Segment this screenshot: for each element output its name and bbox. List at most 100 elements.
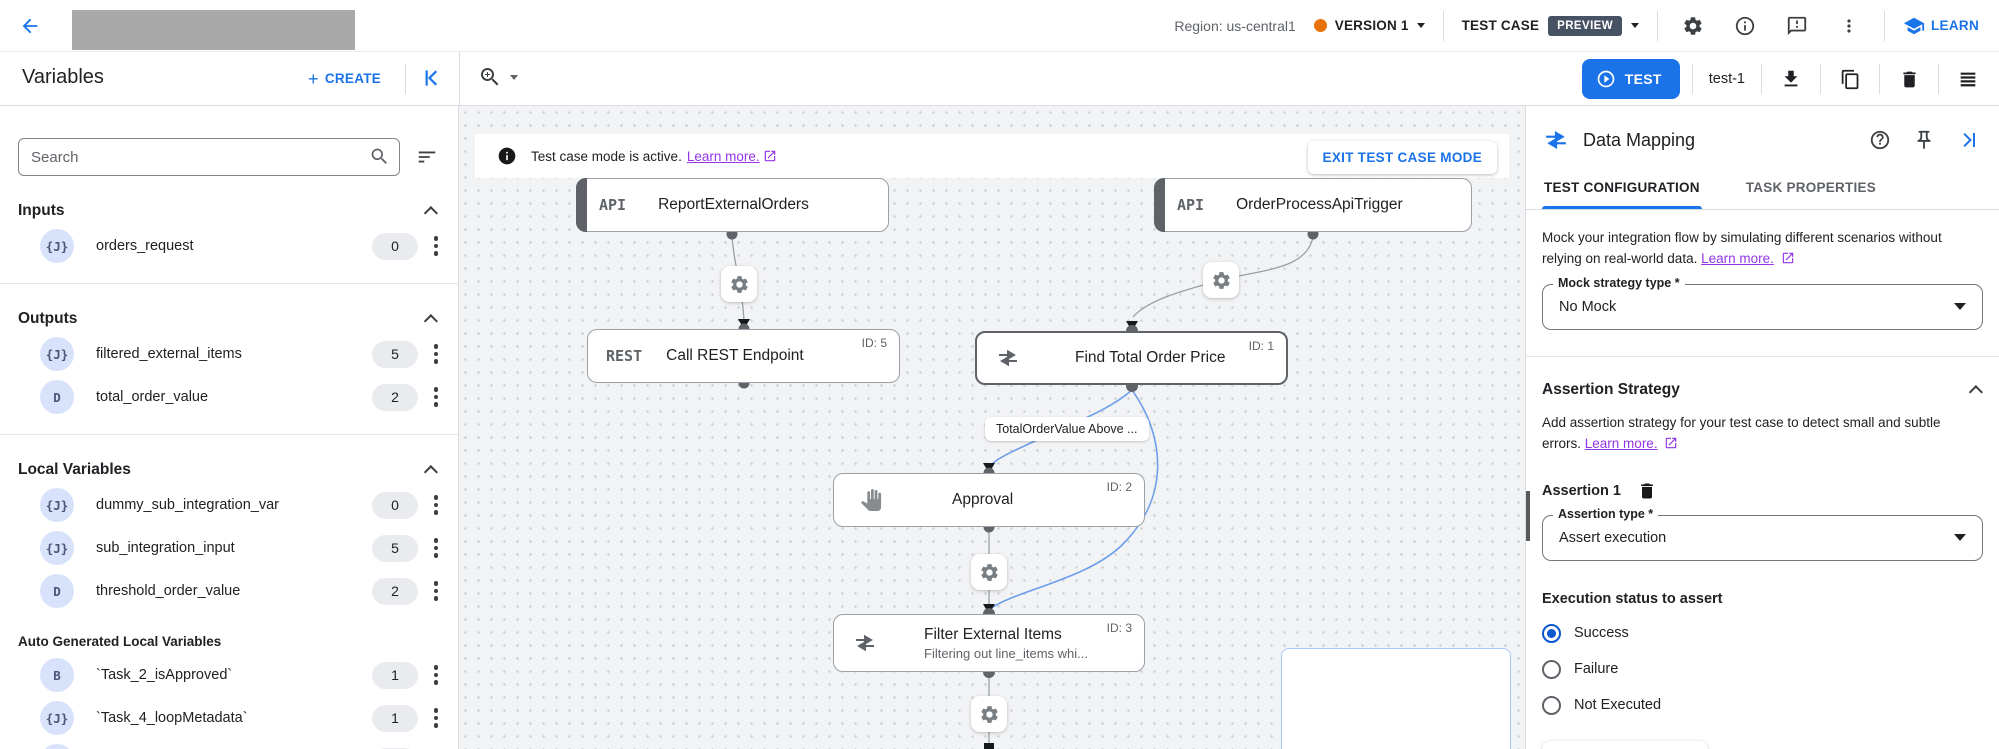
create-variable-button[interactable]: + CREATE: [302, 66, 387, 91]
feedback-icon: [1787, 16, 1807, 35]
node-title: ReportExternalOrders: [658, 196, 809, 213]
variable-menu-button[interactable]: [426, 707, 446, 729]
variable-row[interactable]: {J} dummy_sub_integration_var 0: [0, 488, 458, 522]
banner-learn-more-link[interactable]: Learn more.: [686, 148, 760, 164]
search-icon: [369, 146, 390, 167]
rest-badge: REST: [606, 347, 643, 365]
node-title: Filter External Items: [924, 625, 1062, 643]
node-approval[interactable]: Approval ID: 2: [833, 473, 1145, 527]
open-in-new-icon: [1781, 251, 1795, 265]
suggestion-box: [1281, 648, 1511, 749]
radio-not-executed[interactable]: Not Executed: [1542, 695, 1983, 715]
edge-gear-icon[interactable]: [1203, 262, 1239, 298]
node-filter-external-items[interactable]: Filter External Items Filtering out line…: [833, 614, 1145, 672]
settings-button[interactable]: [1676, 9, 1710, 43]
variable-row[interactable]: {J} `Task_4_loopMetadata` 1: [0, 701, 458, 735]
assertion-strategy-title: Assertion Strategy: [1542, 380, 1680, 398]
chevron-up-icon[interactable]: [423, 206, 438, 221]
edge-gear-icon[interactable]: [971, 554, 1007, 590]
delete-assertion-button[interactable]: [1637, 481, 1657, 501]
usage-count-badge: 2: [372, 577, 418, 605]
variable-row[interactable]: {J} sub_integration_input 5: [0, 531, 458, 565]
help-button[interactable]: [1869, 129, 1891, 151]
radio-button-selected[interactable]: [1542, 623, 1561, 643]
assertion-description-text: Add assertion strategy for your test cas…: [1542, 414, 1941, 451]
divider: [1938, 64, 1939, 94]
edge-gear-icon[interactable]: [971, 696, 1007, 732]
collapse-sidebar-button[interactable]: [418, 65, 444, 91]
back-button[interactable]: [10, 6, 50, 46]
exit-test-case-mode-button[interactable]: EXIT TEST CASE MODE: [1307, 141, 1497, 174]
radio-button[interactable]: [1542, 695, 1561, 715]
divider: [1657, 10, 1658, 41]
node-order-process-api-trigger[interactable]: API OrderProcessApiTrigger: [1154, 178, 1472, 232]
download-icon: [1784, 70, 1798, 87]
variable-row[interactable]: {J} orders_request 0: [0, 229, 458, 263]
learn-button[interactable]: LEARN: [1903, 15, 1979, 37]
variable-menu-button[interactable]: [426, 235, 446, 257]
panel-scrollbar[interactable]: [1526, 491, 1530, 541]
collapse-panel-button[interactable]: [1957, 128, 1981, 152]
pin-panel-button[interactable]: [1913, 129, 1935, 151]
tab-test-configuration[interactable]: TEST CONFIGURATION: [1542, 168, 1702, 209]
variable-menu-button[interactable]: [426, 386, 446, 408]
type-badge-json: {J}: [40, 229, 74, 263]
test-case-selector[interactable]: TEST CASE PREVIEW: [1462, 15, 1639, 36]
data-mapping-icon: [1544, 128, 1568, 152]
mock-learn-more-link[interactable]: Learn more.: [1701, 250, 1774, 266]
edge-condition-label[interactable]: TotalOrderValue Above ...: [985, 417, 1149, 441]
section-header-local-variables: Local Variables: [0, 461, 458, 480]
chevron-up-icon[interactable]: [1968, 384, 1983, 400]
info-button[interactable]: [1728, 9, 1762, 43]
mock-strategy-select[interactable]: Mock strategy type * No Mock: [1542, 275, 1983, 330]
variable-row[interactable]: D threshold_order_value 2: [0, 574, 458, 608]
variable-menu-button[interactable]: [426, 664, 446, 686]
node-report-external-orders[interactable]: API ReportExternalOrders: [576, 178, 889, 232]
variable-row[interactable]: B `Task_2_isApproved` 1: [0, 658, 458, 692]
assertion-type-value: Assert execution: [1559, 529, 1667, 546]
section-header-outputs: Outputs: [0, 310, 458, 329]
learn-label: LEARN: [1931, 18, 1979, 33]
test-button[interactable]: TEST: [1581, 59, 1680, 99]
variable-menu-button[interactable]: [426, 494, 446, 516]
chevron-down-icon: [1416, 23, 1425, 28]
chevron-up-icon[interactable]: [423, 314, 438, 329]
logs-list-button[interactable]: [1951, 62, 1985, 96]
variable-menu-button[interactable]: [426, 580, 446, 602]
version-selector[interactable]: VERSION 1: [1313, 18, 1425, 33]
node-find-total-order-price[interactable]: Find Total Order Price ID: 1: [975, 331, 1288, 385]
mock-description-text: Mock your integration flow by simulating…: [1542, 230, 1942, 266]
radio-success[interactable]: Success: [1542, 623, 1983, 643]
node-call-rest-endpoint[interactable]: REST Call REST Endpoint ID: 5: [587, 329, 900, 383]
more-options-button[interactable]: [1832, 9, 1866, 43]
chevron-up-icon[interactable]: [423, 465, 438, 480]
node-title: OrderProcessApiTrigger: [1236, 196, 1403, 213]
edge-gear-icon[interactable]: [721, 266, 757, 302]
region-label: Region: us-central1: [1174, 17, 1296, 34]
assertion-learn-more-link[interactable]: Learn more.: [1584, 435, 1658, 451]
add-assertion-button[interactable]: + ADD ASSERTION: [1542, 740, 1708, 749]
variable-menu-button[interactable]: [426, 343, 446, 365]
delete-button[interactable]: [1892, 62, 1926, 96]
radio-failure[interactable]: Failure: [1542, 659, 1983, 679]
test-button-label: TEST: [1624, 71, 1662, 87]
zoom-control[interactable]: [478, 65, 518, 89]
radio-button[interactable]: [1542, 659, 1561, 679]
usage-count-badge: 0: [372, 491, 418, 519]
variable-row[interactable]: {J} filtered_external_items 5: [0, 337, 458, 371]
copy-icon: [1841, 69, 1858, 89]
tab-task-properties[interactable]: TASK PROPERTIES: [1745, 180, 1877, 195]
variable-row[interactable]: D total_order_value 2: [0, 380, 458, 414]
variable-name: total_order_value: [96, 389, 209, 405]
assertion-type-select[interactable]: Assertion type * Assert execution: [1542, 506, 1983, 561]
variable-row[interactable]: STR `Task_5_responseBody` 1: [0, 744, 458, 749]
variable-name: `Task_4_loopMetadata`: [96, 710, 248, 726]
variable-menu-button[interactable]: [426, 537, 446, 559]
download-button[interactable]: [1774, 62, 1808, 96]
feedback-button[interactable]: [1780, 9, 1814, 43]
flow-canvas[interactable]: Test case mode is active. Learn more. EX…: [459, 106, 1525, 749]
copy-button[interactable]: [1833, 62, 1867, 96]
mock-strategy-label: Mock strategy type *: [1553, 275, 1685, 290]
sort-variables-button[interactable]: [410, 140, 444, 174]
search-input[interactable]: [18, 138, 400, 176]
